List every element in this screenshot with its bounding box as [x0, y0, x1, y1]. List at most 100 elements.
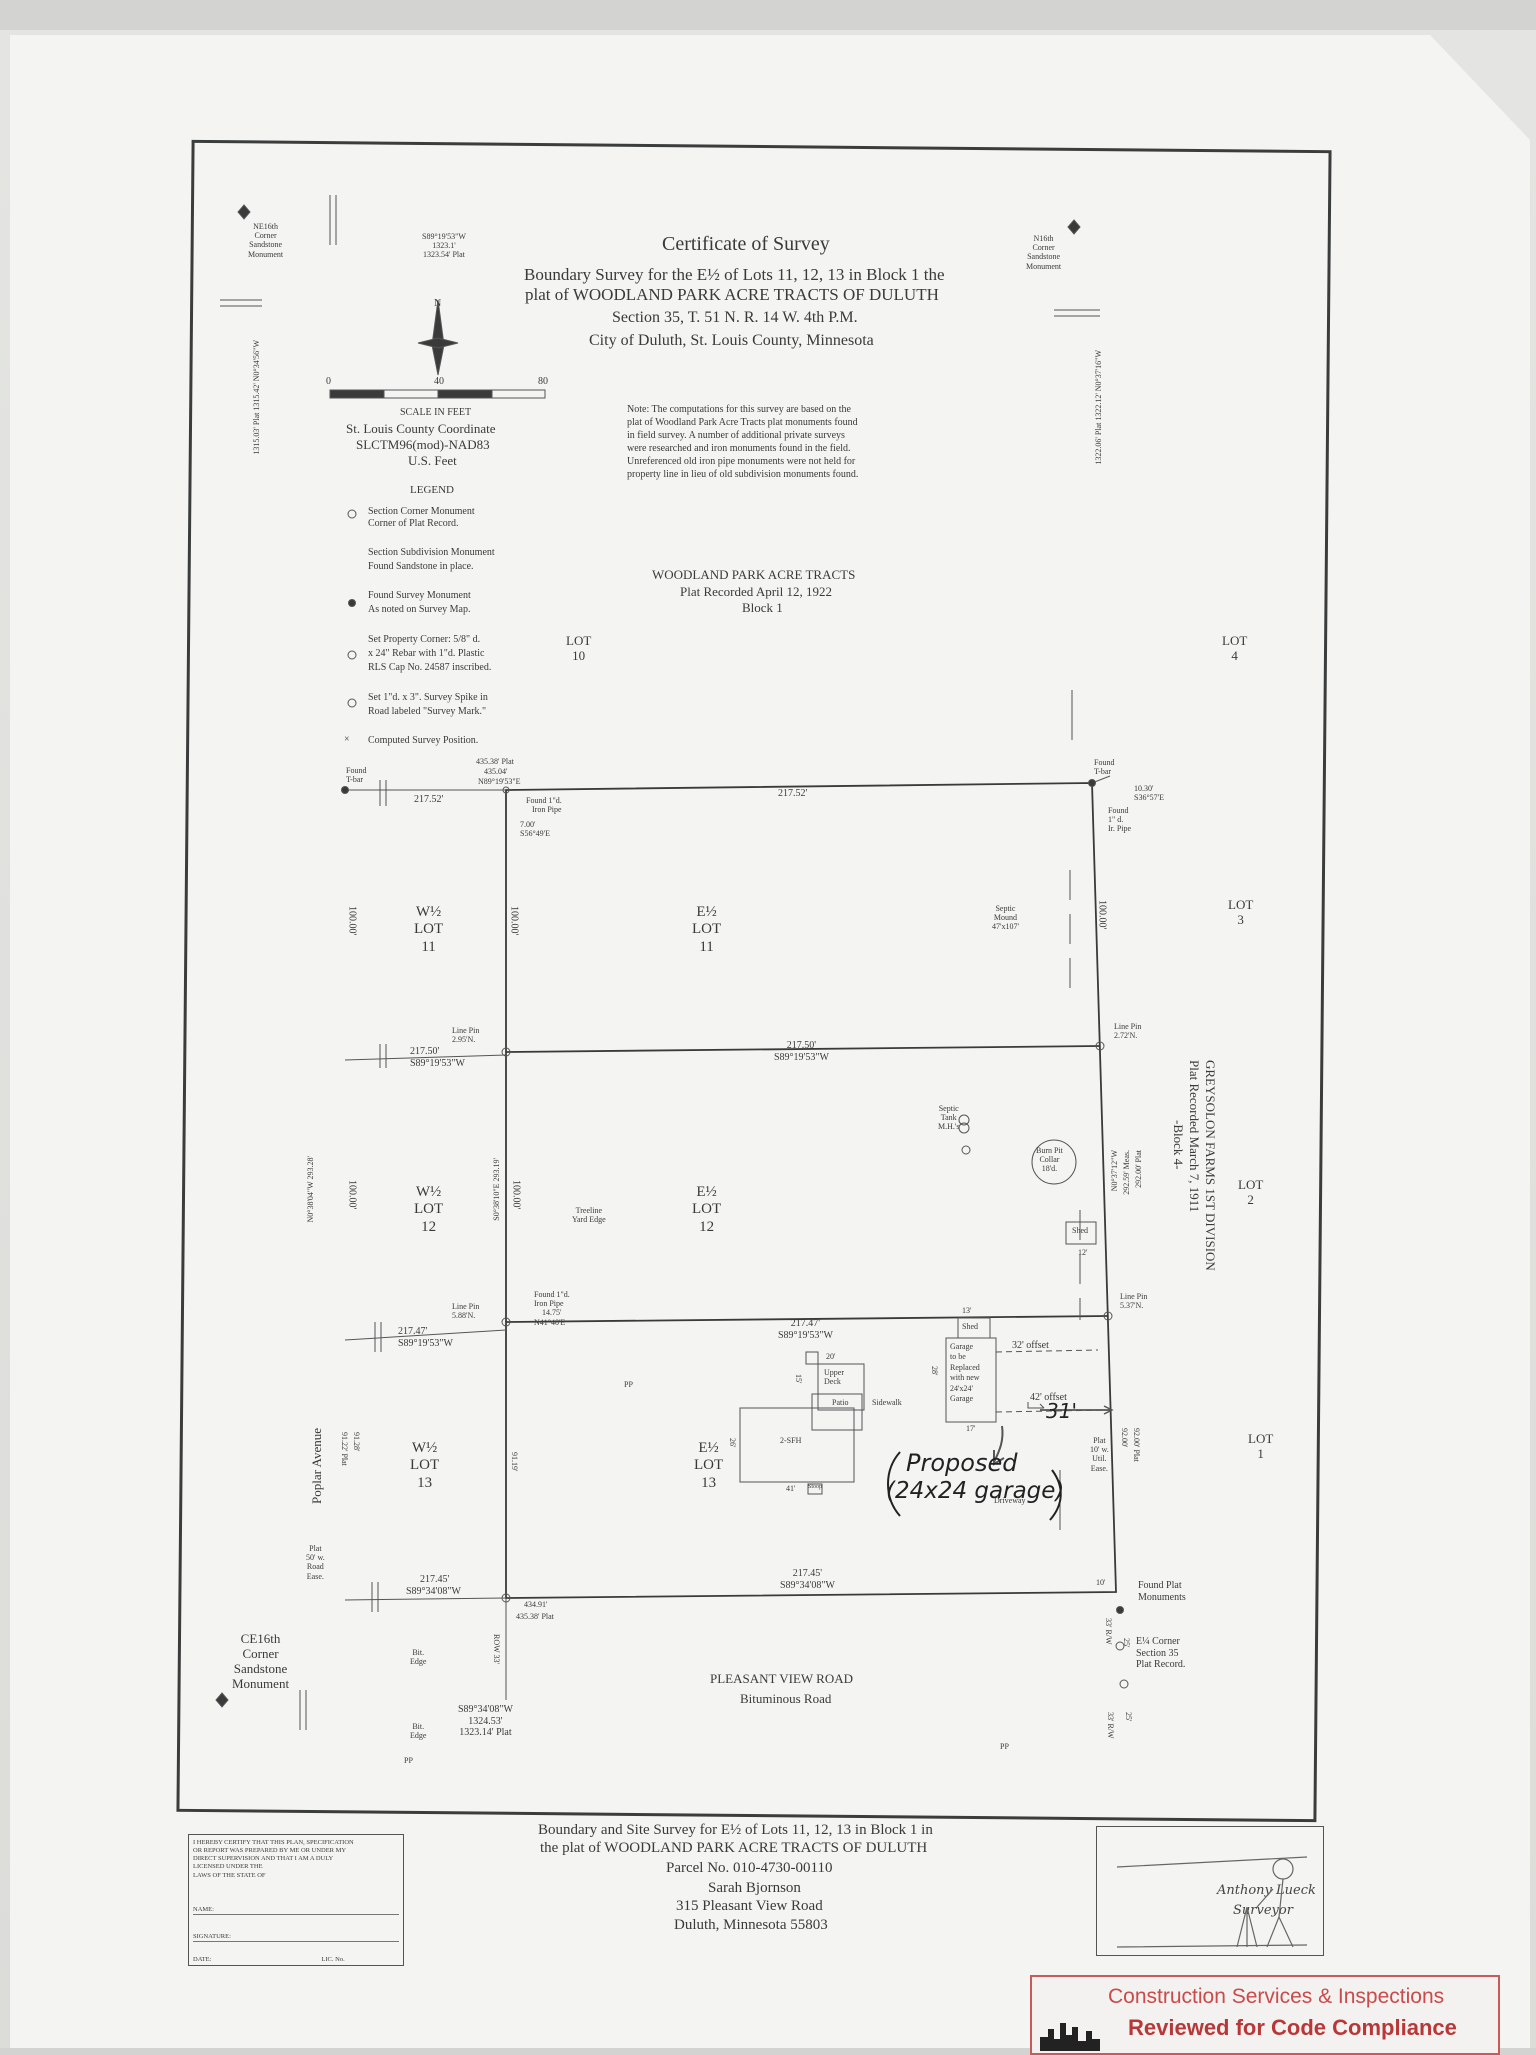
scale-tick-40: 40 [434, 376, 444, 387]
plat-block: Block 1 [742, 600, 783, 615]
handwritten-proposed: Proposed [906, 1449, 1018, 1477]
shed-1-label: Shed [1072, 1226, 1088, 1235]
dim-bottom-west: 217.45'S89°34'08"W [406, 1574, 461, 1597]
surveyor-logo: Anthony Lueck Surveyor [1096, 1826, 1324, 1956]
title-line1: Boundary Survey for the E½ of Lots 11, 1… [524, 265, 945, 284]
greysolon-farms-label: GREYSOLON FARMS 1ST DIVISION [1202, 1060, 1218, 1271]
row-25-east-2: 25' [1124, 1712, 1134, 1722]
dim-bottom-435-plat: 435.38' Plat [516, 1612, 554, 1621]
title-line3: Section 35, T. 51 N. R. 14 W. 4th P.M. [612, 309, 858, 326]
power-pole-3: PP [1000, 1742, 1009, 1751]
power-pole-1: PP [624, 1380, 633, 1389]
offset-32: 32' offset [1012, 1340, 1049, 1351]
city-skyline-icon [1040, 2023, 1100, 2051]
patio-label: Patio [832, 1398, 849, 1407]
coord-line3: U.S. Feet [408, 453, 457, 468]
dim-top: 217.52' [778, 788, 808, 799]
lot-line-12-13 [505, 1315, 1109, 1323]
house-label: 2-SFH [780, 1436, 802, 1445]
bit-edge-1: Bit.Edge [410, 1648, 427, 1667]
dim-v100-e11-west: 100.00' [508, 906, 520, 936]
sidewalk-label: Sidewalk [872, 1398, 902, 1407]
stamp-line2: Reviewed for Code Compliance [1128, 2015, 1457, 2040]
pleasant-view-road: PLEASANT VIEW ROAD [710, 1671, 854, 1686]
dim-mid2-west: 217.47'S89°19'53"W [398, 1326, 453, 1349]
legend-title: LEGEND [410, 484, 454, 496]
dim-bottom-434: 434.91' [524, 1600, 548, 1609]
footer-parcel: Parcel No. 010-4730-00110 [666, 1860, 833, 1876]
dim-bottom-10: 10' [1096, 1578, 1106, 1587]
plat-name: WOODLAND PARK ACRE TRACTS [652, 567, 856, 582]
coord-line2: SLCTM96(mod)-NAD83 [356, 437, 490, 452]
poplar-avenue-label: Poplar Avenue [309, 1428, 324, 1504]
surveyor-figure-icon [1116, 1856, 1308, 1948]
house-width: 41' [786, 1484, 796, 1493]
deck-depth: 15' [794, 1374, 804, 1384]
dim-top-bearing: N89°19'53"E [478, 777, 521, 786]
greysolon-block: -Block 4- [1170, 1120, 1186, 1170]
tbar-offset: 10.30'S36°57'E [1134, 784, 1164, 803]
power-pole-2: PP [404, 1756, 413, 1765]
dim-v92: 92.00' [1120, 1428, 1130, 1448]
lot-line-11-12 [505, 1045, 1101, 1053]
surveyor-certification: I HEREBY CERTIFY THAT THIS PLAN, SPECIFI… [188, 1834, 404, 1966]
garage-depth: 28' [930, 1366, 940, 1376]
house-depth: 26' [728, 1438, 738, 1448]
dim-v293-west: N0°38'04"W 293.28' [306, 1156, 315, 1223]
coord-line1: St. Louis County Coordinate [346, 421, 496, 436]
surveyor-name: Anthony Lueck [1217, 1883, 1316, 1898]
shed-1-dim: 12' [1078, 1248, 1088, 1257]
greysolon-recorded: Plat Recorded March 7, 1911 [1186, 1060, 1202, 1213]
dim-v293-mid: S0°38'10"E 293.19' [492, 1158, 501, 1221]
found-pipe-1: Found 1"d.Iron Pipe [526, 796, 562, 815]
shed-2-dim: 13' [962, 1306, 972, 1315]
plat-recorded: Plat Recorded April 12, 1922 [680, 584, 833, 599]
footer-address: 315 Pleasant View Road [676, 1898, 823, 1914]
dim-v91-west: 91.28' [352, 1432, 362, 1452]
stamp-line1: Construction Services & Inspections [1108, 1985, 1445, 2008]
title-line2: plat of WOODLAND PARK ACRE TRACTS OF DUL… [525, 285, 939, 304]
offset-42: 42' offset [1030, 1392, 1067, 1403]
parcel-boundary [505, 782, 1117, 1599]
handwritten-31: 31' [1046, 1399, 1077, 1423]
driveway-label: Driveway [994, 1496, 1026, 1505]
footer-line1: Boundary and Site Survey for E½ of Lots … [538, 1822, 933, 1838]
survey-paper [10, 35, 1530, 2048]
dim-v92-plat: 92.00' Plat [1132, 1428, 1142, 1462]
dim-mid1: 217.50'S89°19'53"W [774, 1040, 829, 1063]
stoop-label: Stoop [808, 1484, 823, 1490]
dim-v91-mid: 91.19' [510, 1452, 520, 1472]
title-line4: City of Duluth, St. Louis County, Minnes… [589, 332, 874, 349]
row-33-west: ROW 33' [492, 1634, 502, 1664]
dim-mid2: 217.47'S89°19'53"W [778, 1318, 833, 1341]
north-label: N [434, 298, 442, 309]
dim-v100-e11-east: 100.00' [1096, 900, 1108, 930]
bit-edge-2: Bit.Edge [410, 1722, 427, 1741]
